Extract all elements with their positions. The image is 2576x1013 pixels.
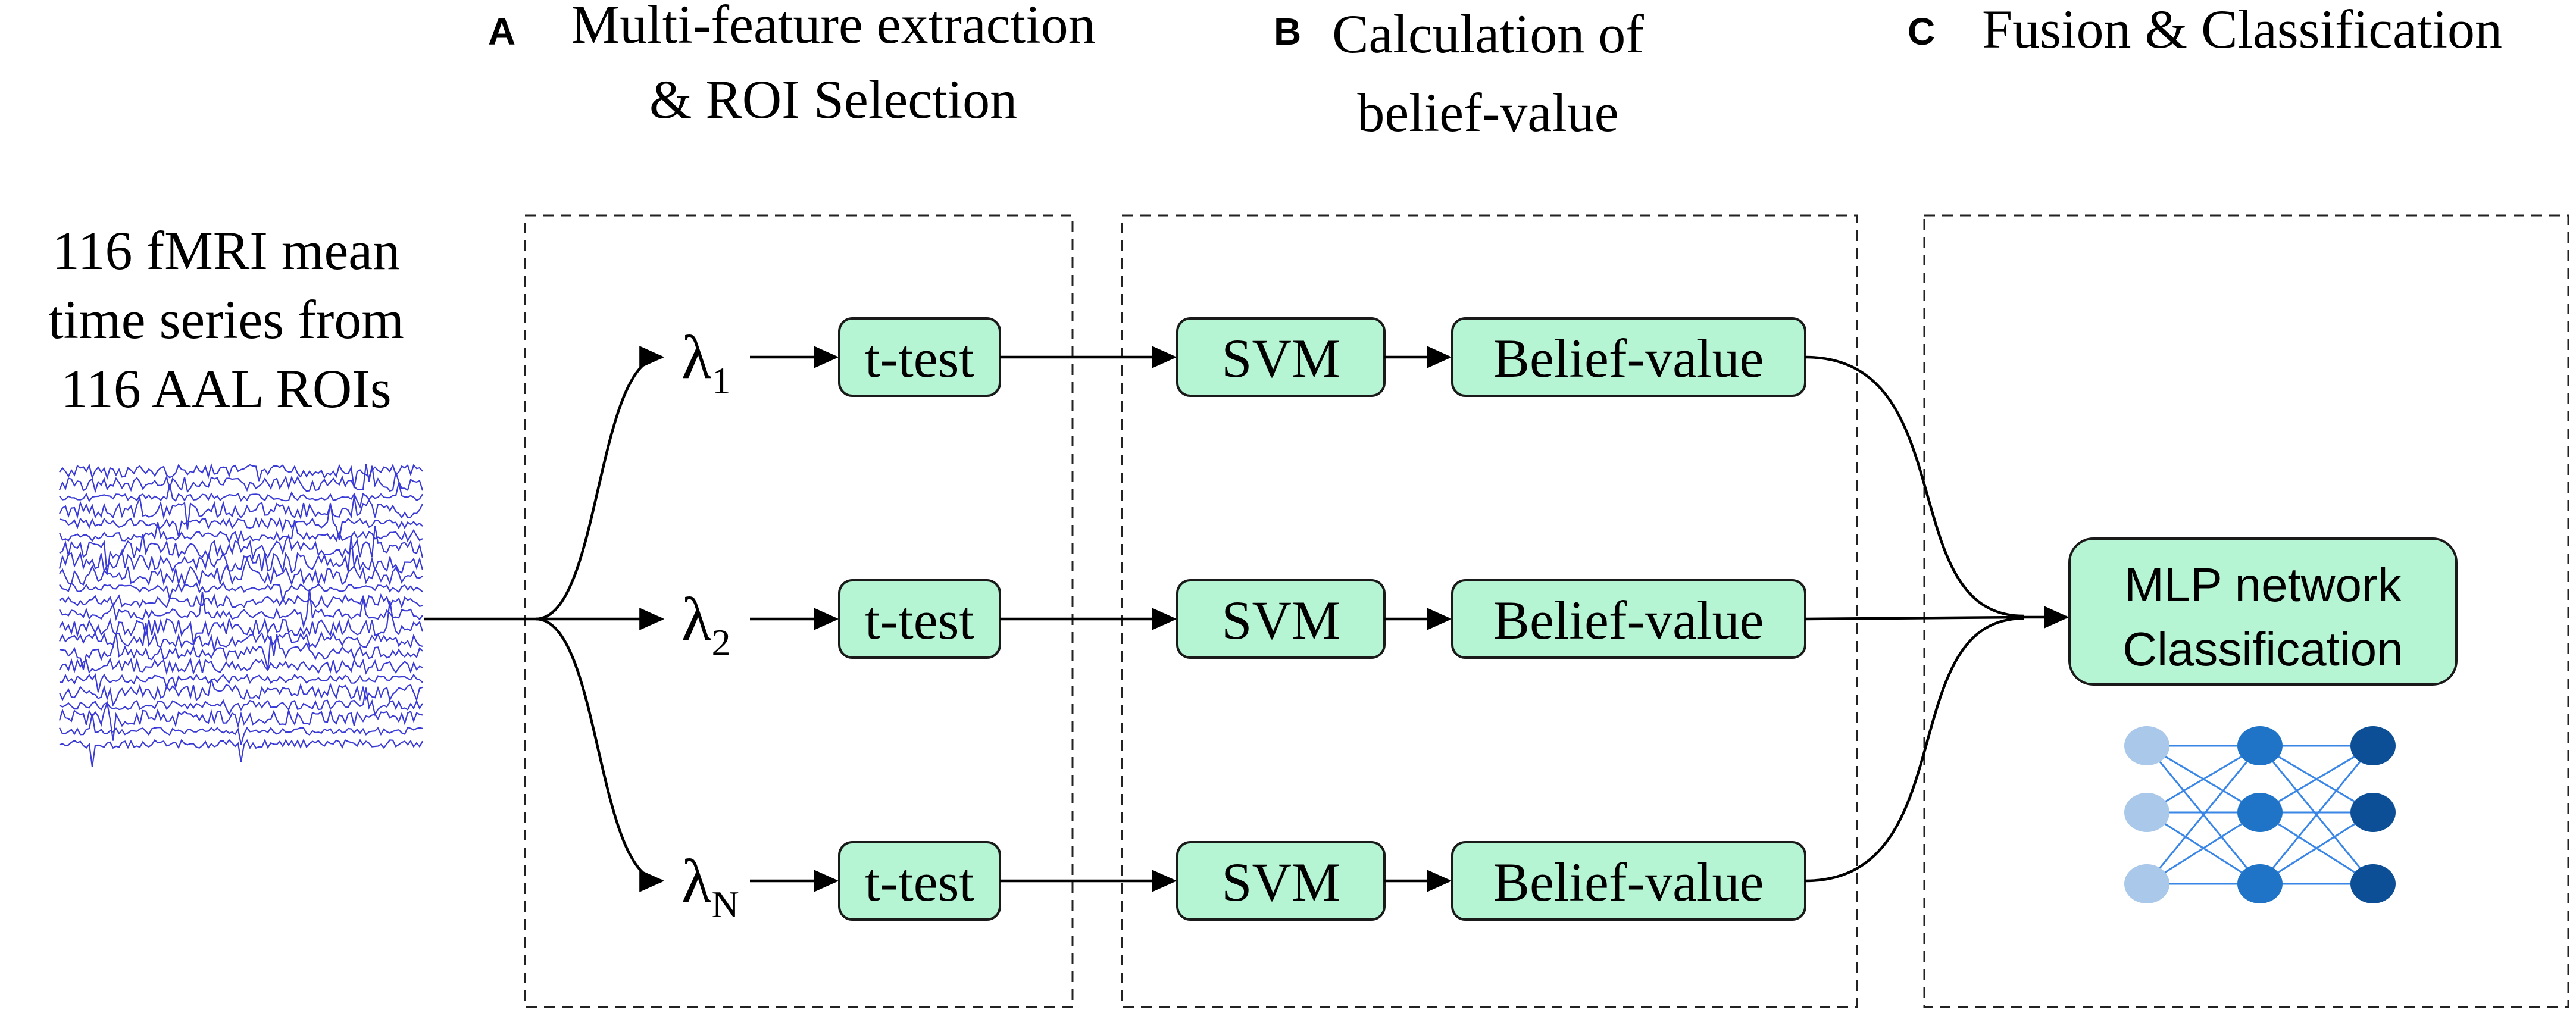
section-b-title-line-1: Calculation of [1332, 4, 1644, 64]
svm-label-2: SVM [1221, 590, 1340, 651]
network-edge [2259, 745, 2374, 884]
stage-b-frame [1121, 214, 1858, 1008]
waveform-trace [59, 495, 423, 530]
network-node [2124, 726, 2169, 765]
section-b-title-line-2: belief-value [1357, 82, 1618, 143]
network-node [2124, 793, 2169, 832]
waveform-trace [58, 536, 424, 574]
section-b-letter: B [1274, 10, 1301, 53]
input-label: 116 fMRI mean time series from 116 AAL R… [48, 220, 404, 419]
waveform-trace [59, 462, 423, 489]
lambda-2-symbol: λ2 [681, 585, 730, 664]
network-node [2350, 793, 2396, 832]
svm-label-3: SVM [1221, 852, 1340, 912]
split-arrow-1 [535, 346, 665, 621]
waveform-trace [59, 657, 423, 676]
branch-1: λ1 t-test SVM Belief-value [681, 317, 1806, 402]
belief-label-1: Belief-value [1493, 328, 1764, 389]
neural-network-icon [2124, 726, 2396, 903]
network-edge [2146, 745, 2261, 814]
branch-2: λ2 t-test SVM Belief-value [681, 579, 1806, 664]
network-node [2124, 864, 2169, 903]
waveform-trace [59, 623, 423, 651]
waveform-trace [59, 581, 423, 602]
ttest-label-1: t-test [865, 328, 974, 389]
belief-label-3: Belief-value [1493, 852, 1764, 912]
waveform-trace [59, 687, 423, 717]
network-edge [2146, 811, 2261, 885]
waveform-trace [58, 464, 424, 494]
waveform-trace [58, 700, 423, 741]
branch-3: λN t-test SVM Belief-value [681, 841, 1806, 926]
section-c-title-line-1: Fusion & Classification [1982, 0, 2502, 60]
waveform-trace [58, 679, 423, 707]
belief-label-2: Belief-value [1493, 590, 1764, 651]
waveform-trace [59, 738, 423, 767]
lambda-1-symbol: λ1 [681, 323, 730, 402]
svm-label-1: SVM [1221, 328, 1340, 389]
network-node [2237, 793, 2283, 832]
section-a-title-line-2: & ROI Selection [649, 69, 1017, 130]
merge-curve-3 [1805, 617, 2024, 883]
split-arrow-3 [535, 617, 665, 892]
input-label-line-3: 116 AAL ROIs [61, 358, 391, 419]
mlp-label-line-1: MLP network [2124, 558, 2402, 611]
network-node [2350, 726, 2396, 765]
waveform-trace [59, 673, 423, 693]
merge-curve-1 [1805, 355, 2024, 618]
merge-line-2 [1805, 615, 2024, 621]
ttest-label-2: t-test [865, 590, 974, 651]
network-node [2237, 726, 2283, 765]
section-a-letter: A [488, 10, 515, 53]
stage-a-frame [524, 214, 1074, 1008]
input-label-line-2: time series from [48, 289, 404, 350]
lambda-n-symbol: λN [681, 847, 739, 926]
network-edge [2146, 745, 2261, 884]
network-edge [2259, 811, 2374, 885]
waveform-trace [59, 593, 423, 609]
network-node [2350, 864, 2396, 903]
waveform-trace [59, 714, 423, 745]
fmri-time-series-icon [58, 462, 424, 767]
mlp-box [2068, 537, 2458, 686]
mlp-node: MLP network Classification [2068, 537, 2458, 686]
input-label-line-1: 116 fMRI mean [52, 220, 400, 281]
section-a-header: A Multi-feature extraction & ROI Selecti… [488, 0, 1096, 130]
waveform-trace [59, 601, 424, 644]
section-c-header: C Fusion & Classification [1908, 0, 2502, 60]
stage-c-frame [1923, 214, 2569, 1008]
section-c-letter: C [1908, 10, 1935, 53]
waveform-trace [59, 556, 423, 587]
waveform-trace [59, 633, 423, 670]
ttest-label-3: t-test [865, 852, 974, 912]
section-a-title-line-1: Multi-feature extraction [571, 0, 1095, 55]
network-node [2237, 864, 2283, 903]
waveform-trace [59, 589, 423, 629]
waveform-trace [59, 503, 423, 540]
section-b-header: B Calculation of belief-value [1274, 4, 1644, 143]
waveform-trace [58, 520, 423, 544]
network-edge [2259, 745, 2374, 814]
mlp-label-line-2: Classification [2122, 623, 2403, 676]
waveform-trace [59, 482, 423, 509]
